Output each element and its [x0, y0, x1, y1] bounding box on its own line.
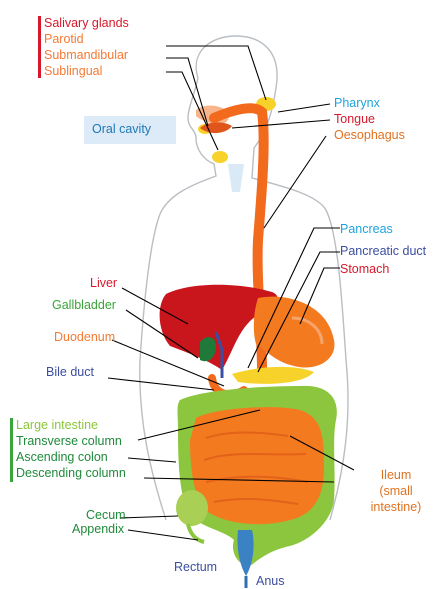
- large-intestine-bracket: [10, 418, 13, 482]
- label-salivary-glands: Salivary glands: [44, 16, 129, 31]
- salivary-bracket: [38, 16, 41, 78]
- label-anus: Anus: [256, 574, 285, 589]
- label-oesophagus: Oesophagus: [334, 128, 405, 143]
- label-parotid: Parotid: [44, 32, 84, 47]
- label-tongue: Tongue: [334, 112, 375, 127]
- label-bile-duct: Bile duct: [46, 365, 94, 380]
- label-liver: Liver: [90, 276, 117, 291]
- label-pancreatic-duct: Pancreatic duct: [340, 244, 426, 259]
- label-transverse-column: Transverse column: [16, 434, 122, 449]
- pancreas-shape: [232, 367, 314, 384]
- throat-shape: [228, 164, 244, 192]
- label-large-intestine: Large intestine: [16, 418, 98, 433]
- label-ileum-intestine: intestine): [356, 500, 436, 515]
- label-ileum-small: (small: [356, 484, 436, 499]
- label-oral-cavity: Oral cavity: [92, 122, 151, 137]
- label-gallbladder: Gallbladder: [52, 298, 116, 313]
- label-pancreas: Pancreas: [340, 222, 393, 237]
- label-ascending-colon: Ascending colon: [16, 450, 108, 465]
- label-descending-column: Descending column: [16, 466, 126, 481]
- sublingual-gland: [212, 151, 228, 163]
- label-pharynx: Pharynx: [334, 96, 380, 111]
- label-sublingual: Sublingual: [44, 64, 102, 79]
- cecum-shape: [176, 490, 208, 526]
- label-submandibular: Submandibular: [44, 48, 128, 63]
- small-intestine-shape: [190, 407, 324, 524]
- label-stomach: Stomach: [340, 262, 389, 277]
- rectum-shape: [237, 530, 253, 576]
- label-appendix: Appendix: [72, 522, 124, 537]
- label-rectum: Rectum: [174, 560, 217, 575]
- label-cecum: Cecum: [86, 508, 126, 523]
- label-duodenum: Duodenum: [54, 330, 115, 345]
- label-ileum: Ileum: [356, 468, 436, 483]
